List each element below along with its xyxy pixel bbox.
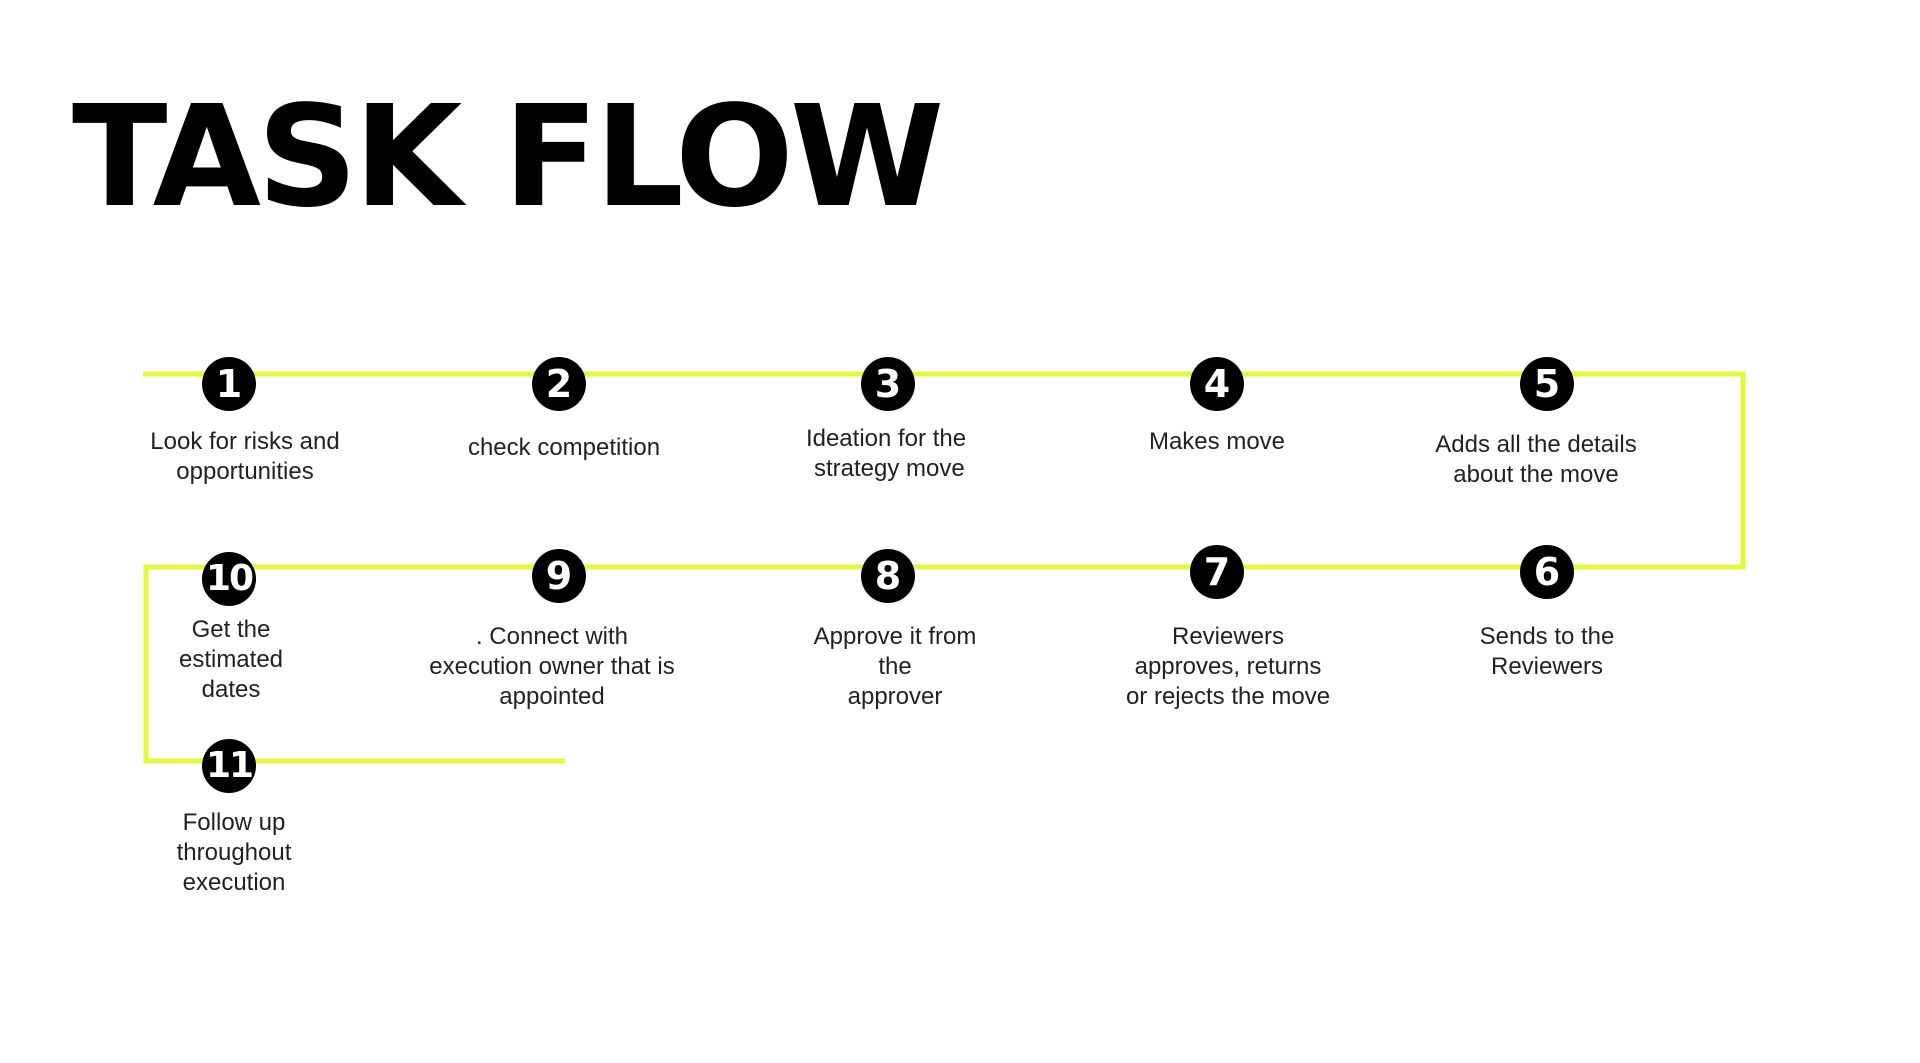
step-4-circle: 4 (1190, 357, 1244, 411)
step-4-label: Makes move (1077, 427, 1357, 457)
step-4-label-line: Makes move (1148, 428, 1286, 455)
step-1-label-line: opportunities (176, 458, 314, 485)
step-11-label-line: Follow up (182, 809, 286, 836)
step-1-circle: 1 (202, 357, 256, 411)
step-10-label-line: estimated (178, 646, 284, 673)
step-6-label-line: Reviewers (1490, 653, 1604, 680)
step-5-label-line: Adds all the details (1435, 431, 1637, 458)
step-7-label-line: or rejects the move (1125, 683, 1331, 710)
step-7-circle: 7 (1190, 545, 1244, 599)
step-10-label-line: dates (201, 676, 261, 703)
step-2-label-line: check competition (467, 434, 661, 461)
step-7-label-line: Reviewers (1171, 623, 1285, 650)
step-3-label-line: Ideation for the (805, 425, 967, 452)
step-5-label-line: about the move (1453, 461, 1619, 488)
step-6-circle: 6 (1520, 545, 1574, 599)
step-11-circle: 11 (202, 739, 256, 793)
step-5-circle: 5 (1520, 357, 1574, 411)
step-7-label-line: approves, returns (1134, 653, 1322, 680)
step-5-label: Adds all the details about the move (1396, 430, 1676, 490)
step-8-circle: 8 (861, 549, 915, 603)
step-1-label-line: Look for risks and (150, 428, 340, 455)
step-8-label-line: approver (847, 683, 943, 710)
step-9-label-line: appointed (499, 683, 605, 710)
step-9-label: . Connect with execution owner that is app… (412, 622, 692, 712)
step-8-label-line: Approve it from (813, 623, 977, 650)
step-11-label-line: throughout (176, 839, 292, 866)
step-10-label-line: Get the (191, 616, 271, 643)
step-11-label-line: execution (182, 869, 286, 896)
step-1-label: Look for risks and opportunities (105, 427, 385, 487)
step-10-circle: 10 (202, 552, 256, 606)
step-7-label: Reviewers approves, returns or rejects the… (1088, 622, 1368, 712)
step-8-label-line: the (878, 653, 912, 680)
step-10-label: Get the estimated dates (91, 615, 371, 705)
page-title: TASK FLOW (72, 76, 944, 239)
step-3-label-line: strategy move (807, 455, 965, 482)
step-9-label-line: execution owner that is (429, 653, 675, 680)
step-8-label: Approve it from the approver (755, 622, 1035, 712)
step-2-circle: 2 (532, 357, 586, 411)
step-6-label-line: Sends to the (1479, 623, 1615, 650)
step-3-label: Ideation for the strategy move (746, 424, 1026, 484)
step-2-label: check competition (424, 433, 704, 463)
step-9-label-line: . Connect with (475, 623, 629, 650)
step-3-circle: 3 (861, 357, 915, 411)
step-11-label: Follow up throughout execution (94, 808, 374, 898)
step-9-circle: 9 (532, 549, 586, 603)
